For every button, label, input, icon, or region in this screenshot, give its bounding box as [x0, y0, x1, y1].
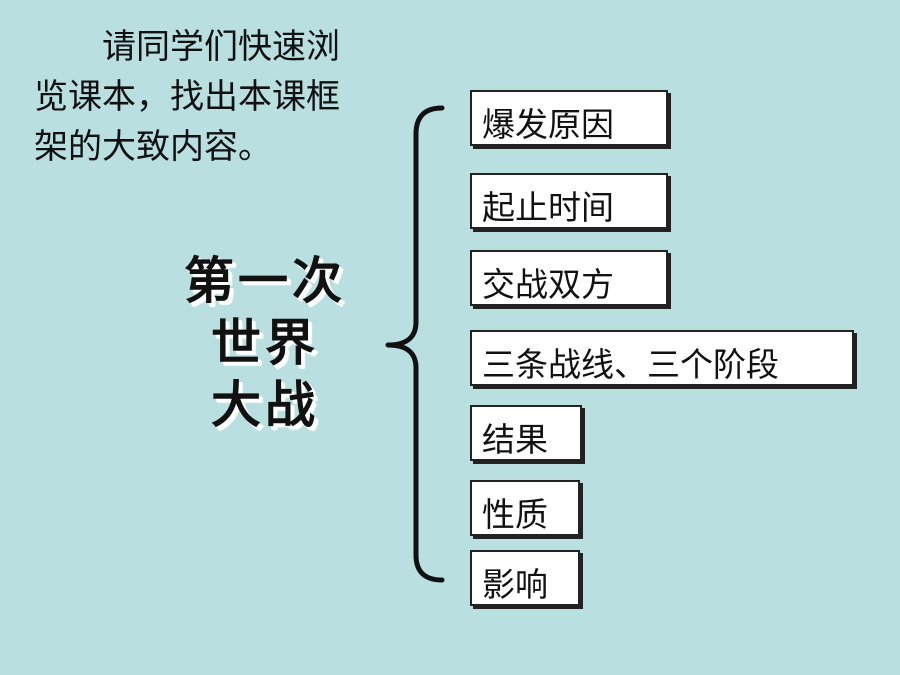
title-line-2: 世界 — [211, 313, 319, 372]
box-label: 影响 — [482, 565, 548, 604]
title-line-3: 大战 — [211, 375, 319, 434]
box-belligerents: 交战双方 — [470, 250, 668, 306]
box-label: 起止时间 — [482, 188, 614, 227]
box-duration: 起止时间 — [470, 173, 668, 229]
box-label: 性质 — [482, 495, 548, 534]
box-result: 结果 — [470, 405, 582, 461]
box-label: 三条战线、三个阶段 — [482, 345, 779, 384]
box-label: 结果 — [482, 420, 548, 459]
title-line-1: 第一次 — [184, 251, 346, 310]
curly-brace — [385, 105, 445, 583]
box-fronts-stages: 三条战线、三个阶段 — [470, 330, 854, 386]
instruction-text: 请同学们快速浏览课本，找出本课框架的大致内容。 — [34, 27, 340, 167]
box-impact: 影响 — [470, 550, 580, 606]
box-outbreak-cause: 爆发原因 — [470, 90, 668, 146]
box-nature: 性质 — [470, 480, 580, 536]
box-label: 爆发原因 — [482, 105, 614, 144]
diagram-title: 第一次 世界 大战 — [160, 250, 370, 436]
box-label: 交战双方 — [482, 265, 614, 304]
